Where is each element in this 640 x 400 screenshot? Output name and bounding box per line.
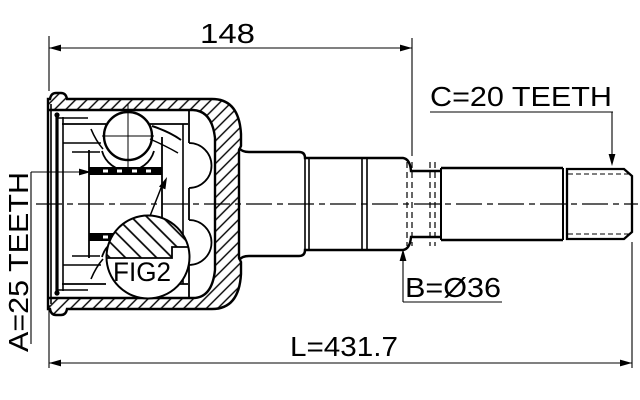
arrow-left-icon [49,359,61,367]
circlip-section-dot-bottom [54,290,60,296]
shaft-break-lines [406,162,436,246]
fig2-leader-line [149,182,164,217]
dim-l-length-label: L=431.7 [290,331,398,362]
fig2-spline-profile [106,246,190,259]
dimension-148: 148 [48,18,413,156]
shaft-top-profile [238,147,441,173]
arrow-right-icon [400,44,412,52]
housing-section [46,91,243,317]
dim-c-teeth-label: C=20 TEETH [430,81,612,112]
dimension-b-diameter: B=Ø36 [399,249,502,303]
fig2-leader-arrow-icon [159,177,167,190]
arrow-up-icon [399,249,407,261]
arrow-left-icon [49,44,61,52]
dimension-a-teeth: A=25 TEETH [3,168,91,352]
fig2-spline-hatch [106,215,190,258]
race-track-arc-bottom [188,219,213,266]
arrow-right-icon [79,168,91,176]
ball-bearing-top [102,104,154,168]
detail-circle-fig2: FIG2 [105,177,191,300]
dimension-l-length: L=431.7 [48,242,633,368]
threaded-end [565,167,634,241]
dimension-c-teeth: C=20 TEETH [430,81,616,166]
dim-b-diameter-label: B=Ø36 [405,272,501,303]
arrow-right-icon [620,359,632,367]
race-track-arc-top [188,142,213,189]
spline-band-top [89,167,162,175]
dim-148-label: 148 [200,18,255,49]
fig2-label: FIG2 [113,257,171,287]
shaft-bottom-profile [238,235,441,261]
dim-a-teeth-label: A=25 TEETH [3,172,34,352]
housing-hatched-walls [46,91,243,317]
circlip-section-dot-top [54,112,60,118]
arrow-down-icon [608,154,616,166]
shaft [238,147,634,261]
